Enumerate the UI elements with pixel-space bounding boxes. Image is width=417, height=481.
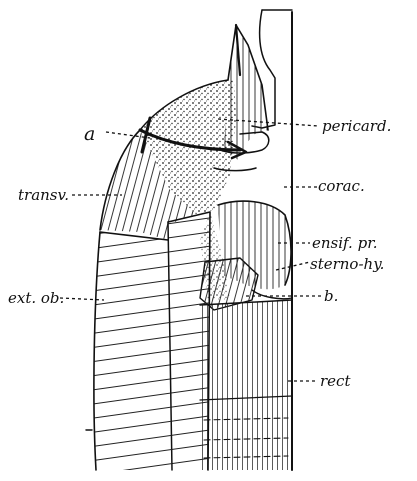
label-ensif-pr: ensif. pr. — [312, 234, 377, 252]
label-rect: rect — [320, 372, 351, 390]
label-pericard: pericard. — [322, 117, 391, 135]
label-ext-ob: ext. ob. — [8, 289, 64, 307]
label-b: b. — [324, 287, 338, 305]
label-sterno-hy: sterno-hy. — [310, 255, 384, 273]
rectus-muscle — [200, 300, 292, 470]
apex-cartilage — [224, 25, 268, 160]
label-corac: corac. — [318, 177, 365, 195]
rectus-cut-strip — [168, 212, 210, 470]
external-oblique-muscle — [94, 232, 172, 470]
label-a: a — [84, 123, 95, 145]
label-transv: transv. — [18, 186, 69, 204]
